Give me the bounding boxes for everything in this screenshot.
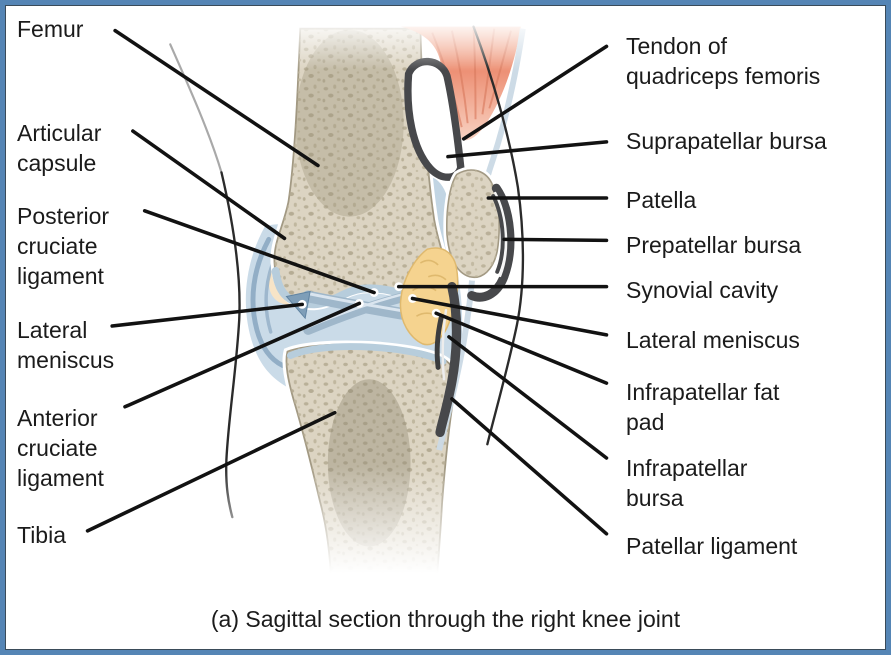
- bottom-fade: [213, 465, 534, 592]
- leader-fat-pad: [434, 311, 609, 385]
- leader-quadriceps-tendon: [461, 44, 609, 141]
- top-fade: [228, 18, 559, 70]
- leader-lines: [85, 28, 609, 536]
- leg-outline-back: [169, 43, 241, 519]
- leader-prepatellar-bursa: [502, 237, 609, 243]
- label-infrapatellar-bursa: Infrapatellar bursa: [626, 455, 748, 511]
- label-posterior-cruciate-ligament: Posterior cruciate ligament: [17, 203, 110, 289]
- patella-shape: [440, 163, 509, 286]
- leg-outline-front: [472, 25, 525, 446]
- label-articular-capsule: Articular capsule: [17, 120, 102, 176]
- label-anterior-cruciate-ligament: Anterior cruciate ligament: [17, 405, 104, 491]
- label-synovial-cavity: Synovial cavity: [626, 277, 779, 303]
- knee-illustration: [85, 18, 609, 650]
- leader-anterior-cruciate: [123, 301, 362, 409]
- leader-suprapatellar-bursa: [446, 140, 609, 159]
- prepatellar-bursa-shape: [467, 183, 515, 302]
- leader-tibia: [85, 410, 337, 533]
- label-infrapatellar-fat-pad: Infrapatellar fat pad: [626, 379, 780, 435]
- label-patellar-ligament: Patellar ligament: [626, 533, 798, 559]
- label-patella: Patella: [626, 187, 697, 213]
- leader-lateral-meniscus-left: [110, 302, 304, 328]
- leader-patellar-ligament: [450, 397, 609, 536]
- infrapatellar-bursa-shape: [434, 315, 444, 370]
- label-lateral-meniscus-left: Lateral meniscus: [17, 317, 115, 373]
- leader-posterior-cruciate: [142, 209, 376, 295]
- leader-lateral-meniscus-right: [410, 296, 609, 337]
- label-femur: Femur: [17, 16, 84, 42]
- label-quadriceps-tendon: Tendon of quadriceps femoris: [626, 33, 821, 89]
- figure-caption: (a) Sagittal section through the right k…: [210, 606, 681, 632]
- leader-articular-capsule: [131, 129, 287, 241]
- label-lateral-meniscus-right: Lateral meniscus: [626, 327, 800, 353]
- label-suprapatellar-bursa: Suprapatellar bursa: [626, 128, 827, 154]
- label-prepatellar-bursa: Prepatellar bursa: [626, 232, 802, 258]
- leader-infrapatellar-bursa: [447, 335, 609, 460]
- label-tibia: Tibia: [17, 522, 66, 548]
- leader-femur: [113, 28, 320, 168]
